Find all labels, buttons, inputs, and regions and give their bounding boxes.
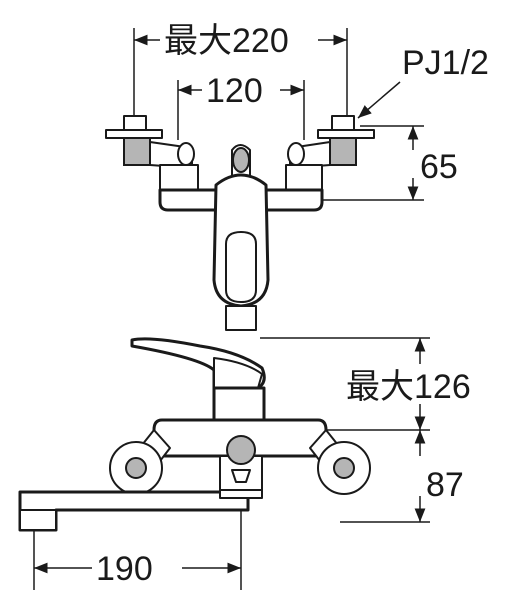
label-inner-width: 120 [206, 72, 263, 110]
left-wall-fitting [105, 115, 199, 191]
top-view: 最大220 120 PJ1/2 65 [105, 22, 489, 331]
label-max-width: 最大220 [164, 22, 289, 60]
label-top-height: 65 [420, 148, 458, 186]
right-wall-fitting [285, 115, 375, 191]
left-leg-fitting-side [109, 429, 171, 495]
side-view: 最大126 87 190 [18, 337, 471, 590]
label-side-height: 87 [426, 466, 464, 504]
label-spout-reach: 190 [96, 550, 153, 588]
label-connection-thread: PJ1/2 [402, 44, 489, 82]
right-leg-fitting-side [309, 429, 371, 495]
label-max-height: 最大126 [346, 368, 471, 406]
valve-body-side [212, 386, 266, 422]
leader-connection-thread [357, 81, 401, 119]
